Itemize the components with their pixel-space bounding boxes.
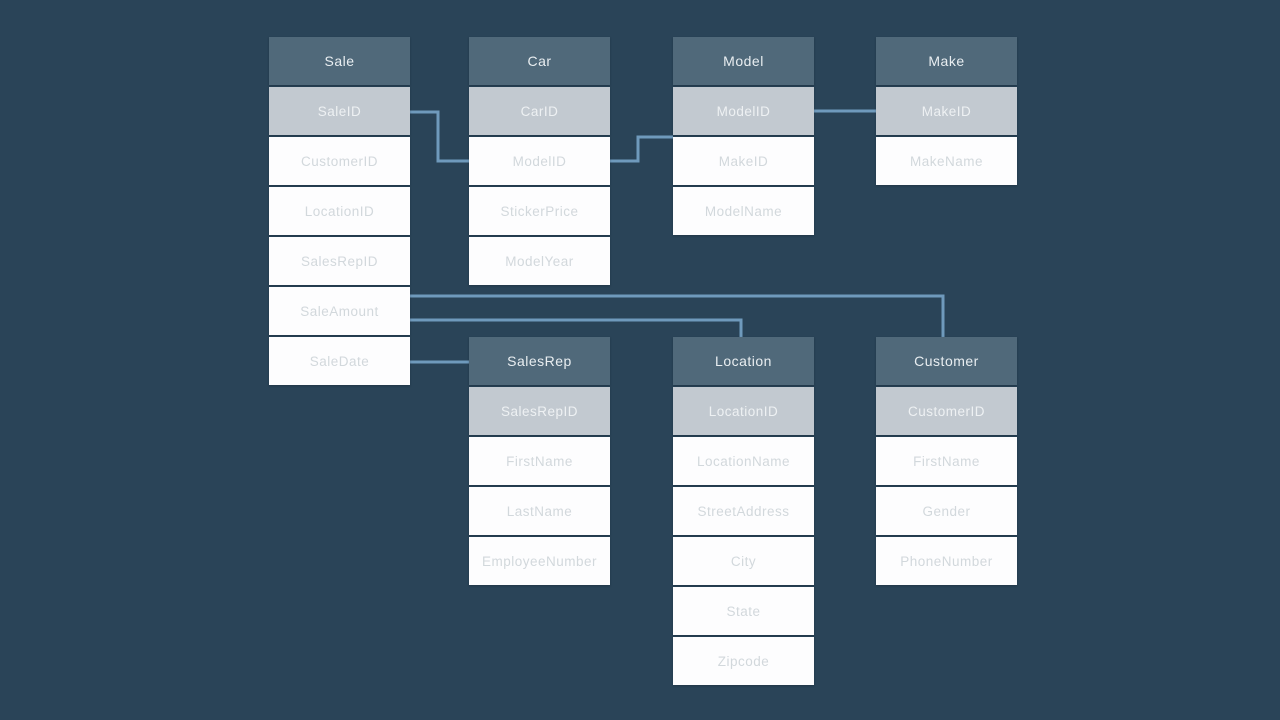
table-customer-header[interactable]: Customer: [876, 337, 1017, 385]
table-sale-field-row[interactable]: CustomerID: [269, 137, 410, 185]
table-location-field-row[interactable]: City: [673, 537, 814, 585]
table-sale-field-row[interactable]: SaleAmount: [269, 287, 410, 335]
table-location-field-row[interactable]: StreetAddress: [673, 487, 814, 535]
table-model-field-row[interactable]: ModelName: [673, 187, 814, 235]
table-car-field-row[interactable]: ModelID: [469, 137, 610, 185]
relationship-line-sale-to-location: [410, 318, 743, 337]
table-customer-field-row[interactable]: PhoneNumber: [876, 537, 1017, 585]
relationship-line-sale-to-customer: [410, 294, 945, 337]
relationship-line-car-modelid-to-model-modelid: [610, 135, 673, 163]
table-location-field-row[interactable]: Zipcode: [673, 637, 814, 685]
table-make-header[interactable]: Make: [876, 37, 1017, 85]
table-make-primary-key-row[interactable]: MakeID: [876, 87, 1017, 135]
table-model-field-row[interactable]: MakeID: [673, 137, 814, 185]
table-model-header[interactable]: Model: [673, 37, 814, 85]
table-salesrep-field-row[interactable]: FirstName: [469, 437, 610, 485]
table-sale-field-row[interactable]: SalesRepID: [269, 237, 410, 285]
table-make-field-row[interactable]: MakeName: [876, 137, 1017, 185]
table-car-field-row[interactable]: StickerPrice: [469, 187, 610, 235]
table-location-primary-key-row[interactable]: LocationID: [673, 387, 814, 435]
table-customer-field-row[interactable]: FirstName: [876, 437, 1017, 485]
table-customer-field-row[interactable]: Gender: [876, 487, 1017, 535]
table-salesrep-field-row[interactable]: LastName: [469, 487, 610, 535]
table-car-primary-key-row[interactable]: CarID: [469, 87, 610, 135]
table-car-field-row[interactable]: ModelYear: [469, 237, 610, 285]
table-sale-primary-key-row[interactable]: SaleID: [269, 87, 410, 135]
table-sale-field-row[interactable]: LocationID: [269, 187, 410, 235]
relationship-line-sale-saleid-to-car-modelid: [410, 110, 469, 163]
table-sale-field-row[interactable]: SaleDate: [269, 337, 410, 385]
table-location-header[interactable]: Location: [673, 337, 814, 385]
table-salesrep-field-row[interactable]: EmployeeNumber: [469, 537, 610, 585]
table-salesrep-header[interactable]: SalesRep: [469, 337, 610, 385]
table-model-primary-key-row[interactable]: ModelID: [673, 87, 814, 135]
table-car-header[interactable]: Car: [469, 37, 610, 85]
table-location-field-row[interactable]: LocationName: [673, 437, 814, 485]
table-location-field-row[interactable]: State: [673, 587, 814, 635]
table-customer-primary-key-row[interactable]: CustomerID: [876, 387, 1017, 435]
table-salesrep-primary-key-row[interactable]: SalesRepID: [469, 387, 610, 435]
table-sale-header[interactable]: Sale: [269, 37, 410, 85]
